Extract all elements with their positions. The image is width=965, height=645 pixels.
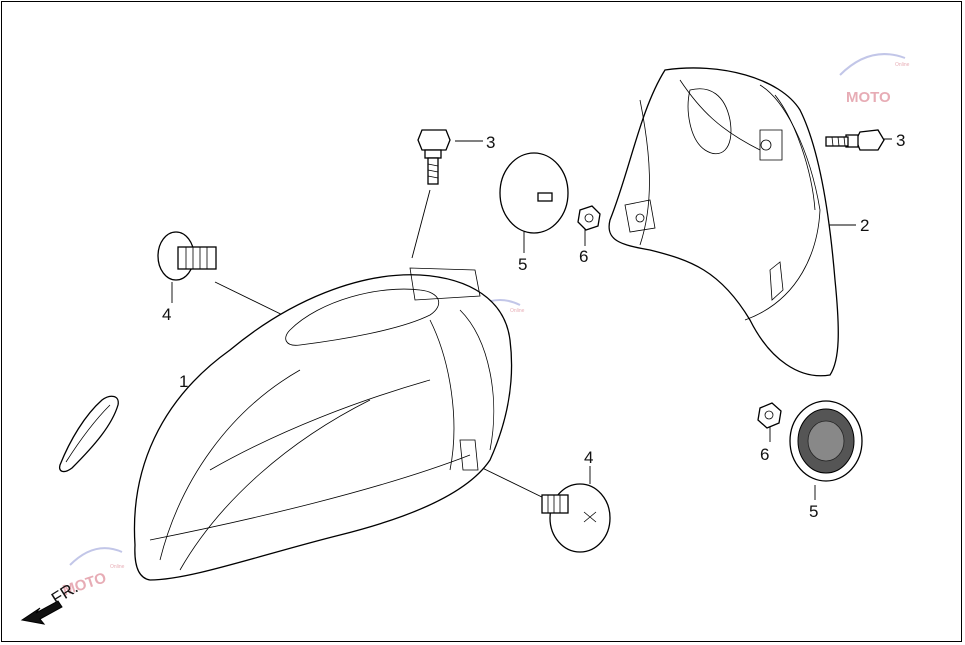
screw-part-left [157,231,217,281]
callout-1: 1 [179,372,188,391]
callout-6-right: 6 [760,445,769,464]
svg-text:MOTO: MOTO [846,89,891,106]
cap-part-left [499,152,569,234]
front-direction-arrow: FR. [20,578,81,625]
nut-part-left [577,205,601,231]
svg-text:Online: Online [510,308,525,314]
nut-part-right [757,402,782,429]
svg-text:Online: Online [895,62,910,68]
callout-5-left: 5 [518,255,527,274]
callout-3-left: 3 [486,133,495,152]
watermark-top-right: MOTO Online [839,53,910,106]
inner-fender-part [608,67,839,377]
callout-5-right: 5 [809,502,818,521]
callout-4-right: 4 [584,448,593,467]
screw-part-right [541,483,611,553]
callout-6-left: 6 [579,247,588,266]
front-fender-part [133,267,513,581]
cap-part-right [789,400,863,482]
bolt-part-right [825,129,885,151]
callout-3-right: 3 [896,131,905,150]
callout-2: 2 [860,216,869,235]
callout-4-left: 4 [162,305,171,324]
side-emblem-part [58,395,119,473]
bolt-part-left [417,129,451,185]
svg-text:Online: Online [110,564,125,570]
